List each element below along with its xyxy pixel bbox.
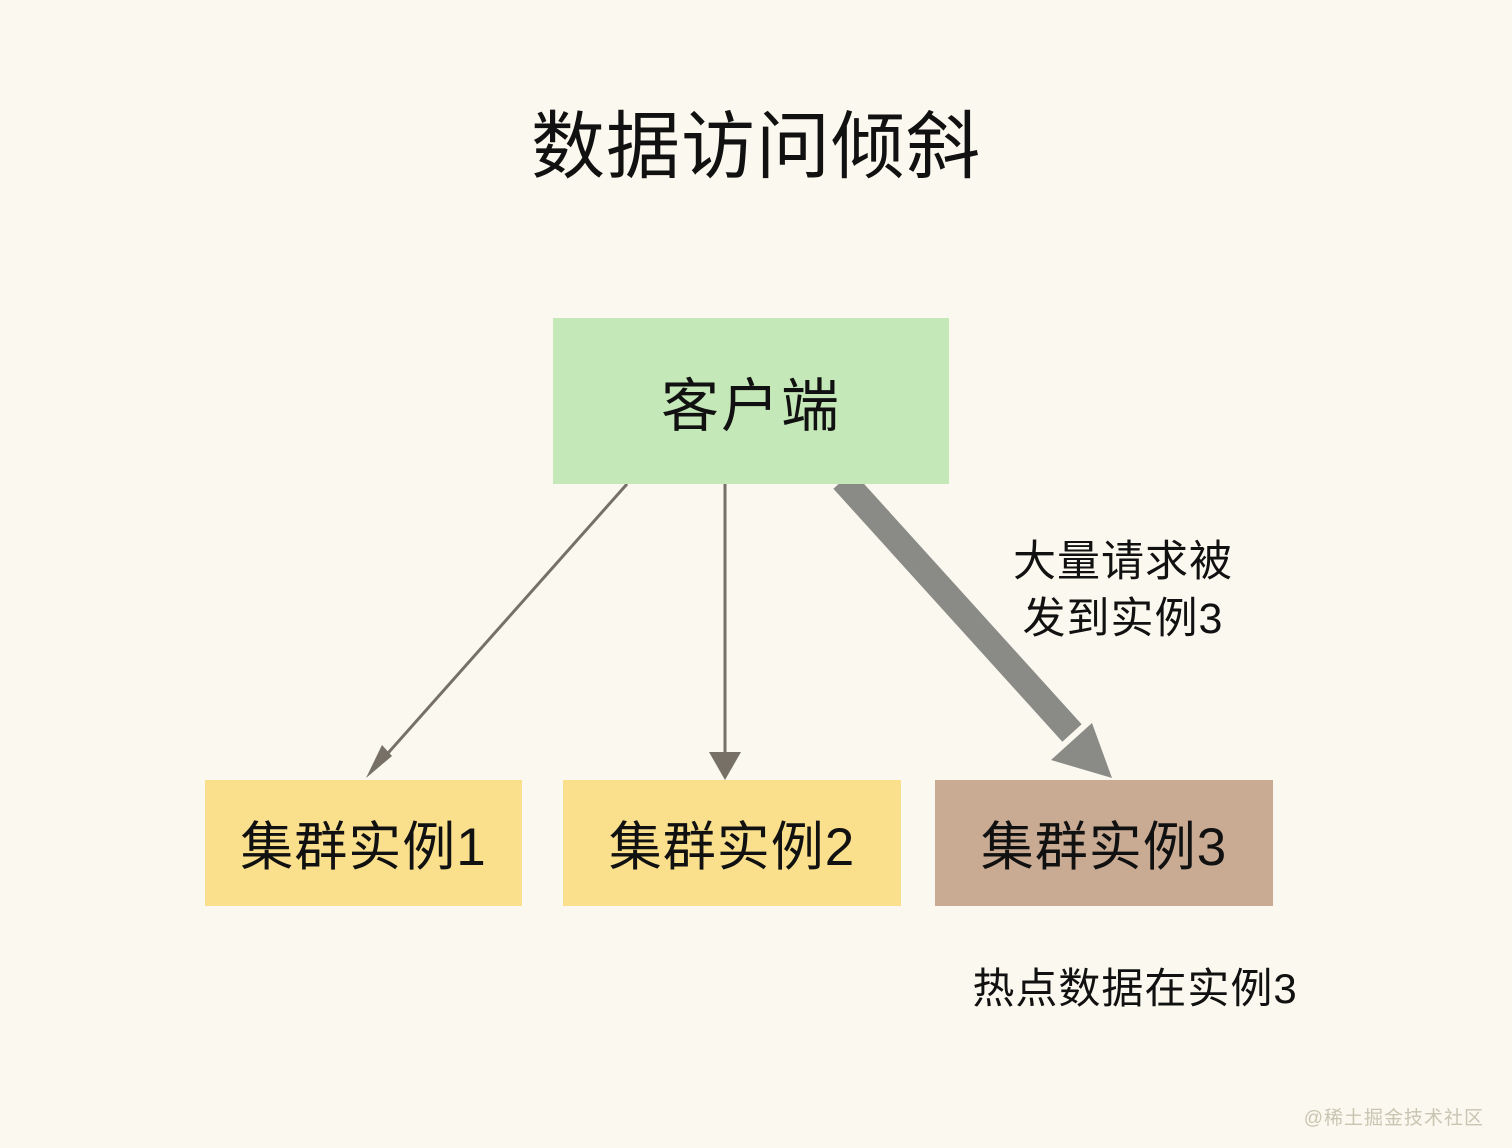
node-instance-2[interactable]: 集群实例2 [563, 780, 901, 906]
node-client[interactable]: 客户端 [553, 318, 949, 484]
edge-client-to-instance-1 [366, 483, 629, 778]
node-instance-1[interactable]: 集群实例1 [205, 780, 522, 906]
edge-client-to-instance-2 [709, 484, 741, 780]
node-instance-3-label: 集群实例3 [980, 818, 1228, 877]
annotation-heavy-traffic-line1: 大量请求被 [1013, 538, 1233, 586]
node-client-label: 客户端 [660, 374, 841, 439]
page-title: 数据访问倾斜 [531, 105, 981, 188]
watermark: @稀土掘金技术社区 [1303, 1108, 1484, 1129]
node-instance-3[interactable]: 集群实例3 [935, 780, 1273, 906]
node-instance-1-label: 集群实例1 [240, 818, 487, 877]
annotation-heavy-traffic-line2: 发到实例3 [1022, 594, 1224, 643]
annotation-hotspot-note: 热点数据在实例3 [972, 965, 1298, 1012]
annotation-heavy-traffic: 大量请求被 发到实例3 [988, 534, 1258, 648]
node-instance-2-label: 集群实例2 [608, 818, 856, 877]
